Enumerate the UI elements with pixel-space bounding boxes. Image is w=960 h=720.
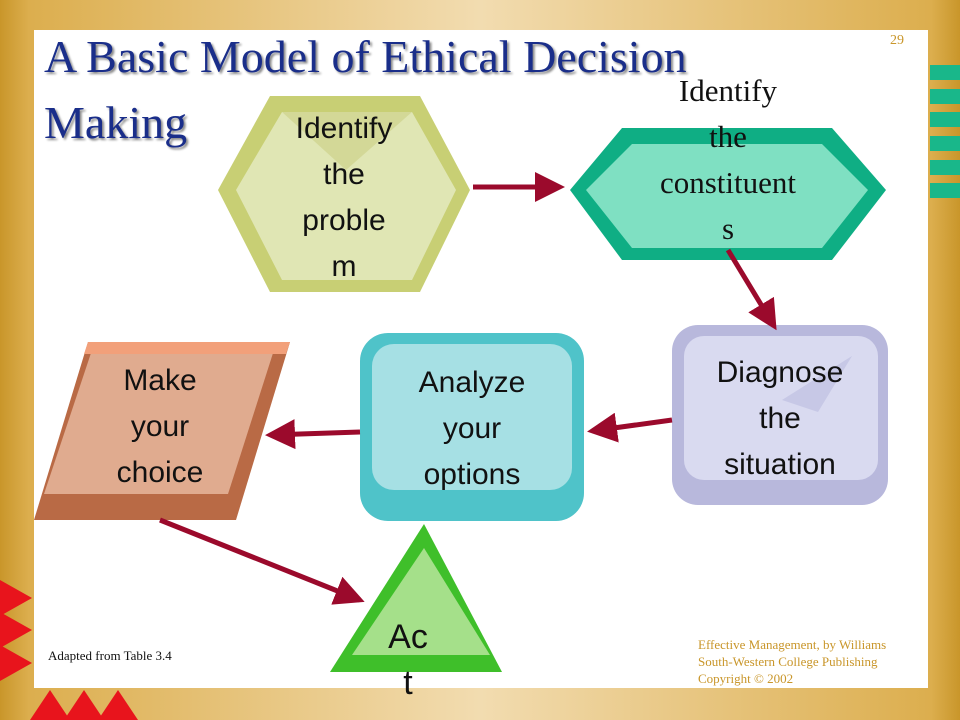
- step-choice-label: Make your choice: [80, 358, 240, 496]
- decorative-red-triangles: [0, 580, 138, 720]
- step-act-label: Ac t: [360, 614, 456, 706]
- page-number: 29: [890, 33, 904, 48]
- label-line: choice: [116, 456, 204, 489]
- credit-line: South-Western College Publishing: [698, 654, 878, 669]
- decorative-stripe: [930, 112, 960, 127]
- step-identify-constituents-shape: [570, 128, 886, 260]
- decorative-stripe: [930, 136, 960, 151]
- label-line: Ac: [388, 618, 428, 656]
- step-identify-problem-label: Identify the proble m: [268, 106, 420, 290]
- credit-line: Effective Management, by Williams: [698, 637, 887, 652]
- label-line: the: [709, 119, 747, 154]
- arrow-choice-to-act: [159, 517, 365, 605]
- label-line: m: [331, 250, 357, 283]
- step-choice-shape: [34, 342, 290, 520]
- label-line: the: [759, 402, 801, 435]
- label-line: situation: [724, 448, 836, 481]
- step-act-shape: [330, 524, 502, 672]
- slide-title-line-2: Making: [44, 97, 188, 148]
- arrow-constituents-to-diagnose: [725, 248, 777, 331]
- decorative-stripe: [930, 65, 960, 80]
- label-line: t: [403, 664, 413, 702]
- step-analyze-shape: [360, 333, 584, 521]
- step-identify-problem-shape: [218, 96, 470, 292]
- decorative-stripe: [930, 89, 960, 104]
- label-line: Make: [123, 364, 197, 397]
- label-line: Identify: [295, 112, 393, 145]
- label-line: Diagnose: [716, 356, 844, 389]
- source-note: Adapted from Table 3.4: [48, 648, 172, 663]
- credit-line: Copyright © 2002: [698, 671, 794, 686]
- label-line: your: [130, 410, 190, 443]
- label-line: Identify: [678, 73, 778, 108]
- label-line: constituent: [659, 165, 797, 200]
- step-identify-constituents-label: Identify the constituent s: [628, 68, 828, 252]
- label-line: options: [423, 458, 521, 491]
- arrow-analyze-to-choice: [265, 419, 361, 450]
- label-line: Analyze: [418, 366, 526, 399]
- step-analyze-label: Analyze your options: [372, 360, 572, 498]
- label-line: proble: [302, 204, 386, 237]
- step-diagnose-label: Diagnose the situation: [682, 350, 878, 488]
- arrow-diagnose-to-analyze: [587, 412, 673, 443]
- decorative-stripe: [930, 160, 960, 175]
- decorative-stripe: [930, 183, 960, 198]
- slide-title-line-1: A Basic Model of Ethical Decision: [44, 31, 687, 82]
- label-line: your: [442, 412, 502, 445]
- label-line: the: [323, 158, 365, 191]
- step-diagnose-shape: [672, 325, 888, 505]
- label-line: s: [721, 211, 735, 246]
